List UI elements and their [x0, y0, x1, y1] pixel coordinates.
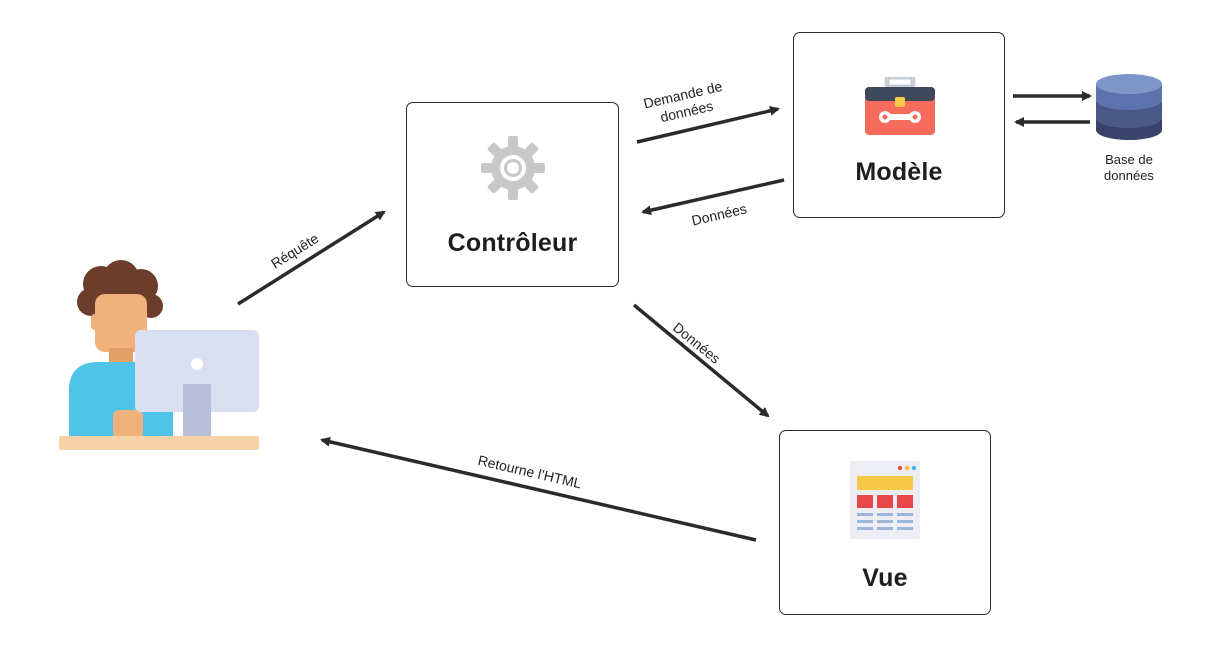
data-to-view-arrow: [632, 303, 770, 418]
user-at-computer-icon: [59, 260, 259, 450]
database-label-line2: données: [1104, 168, 1154, 183]
view-box: Vue: [779, 430, 991, 615]
return-html-arrow: [320, 436, 757, 542]
webpage-icon: [850, 461, 920, 539]
controller-box: Contrôleur: [406, 102, 619, 287]
data-to-controller-arrow: [641, 178, 785, 216]
toolbox-icon: [865, 77, 935, 135]
controller-title: Contrôleur: [447, 229, 578, 257]
view-title: Vue: [862, 564, 908, 592]
database-label-line1: Base de: [1105, 152, 1153, 167]
gear-icon: [481, 136, 545, 200]
database-label: Base de données: [1090, 152, 1168, 184]
model-title: Modèle: [855, 158, 943, 186]
data-request-arrow: [636, 105, 780, 144]
request-arrow: [237, 210, 386, 306]
database-icon: [1096, 74, 1162, 140]
model-box: Modèle: [793, 32, 1005, 218]
